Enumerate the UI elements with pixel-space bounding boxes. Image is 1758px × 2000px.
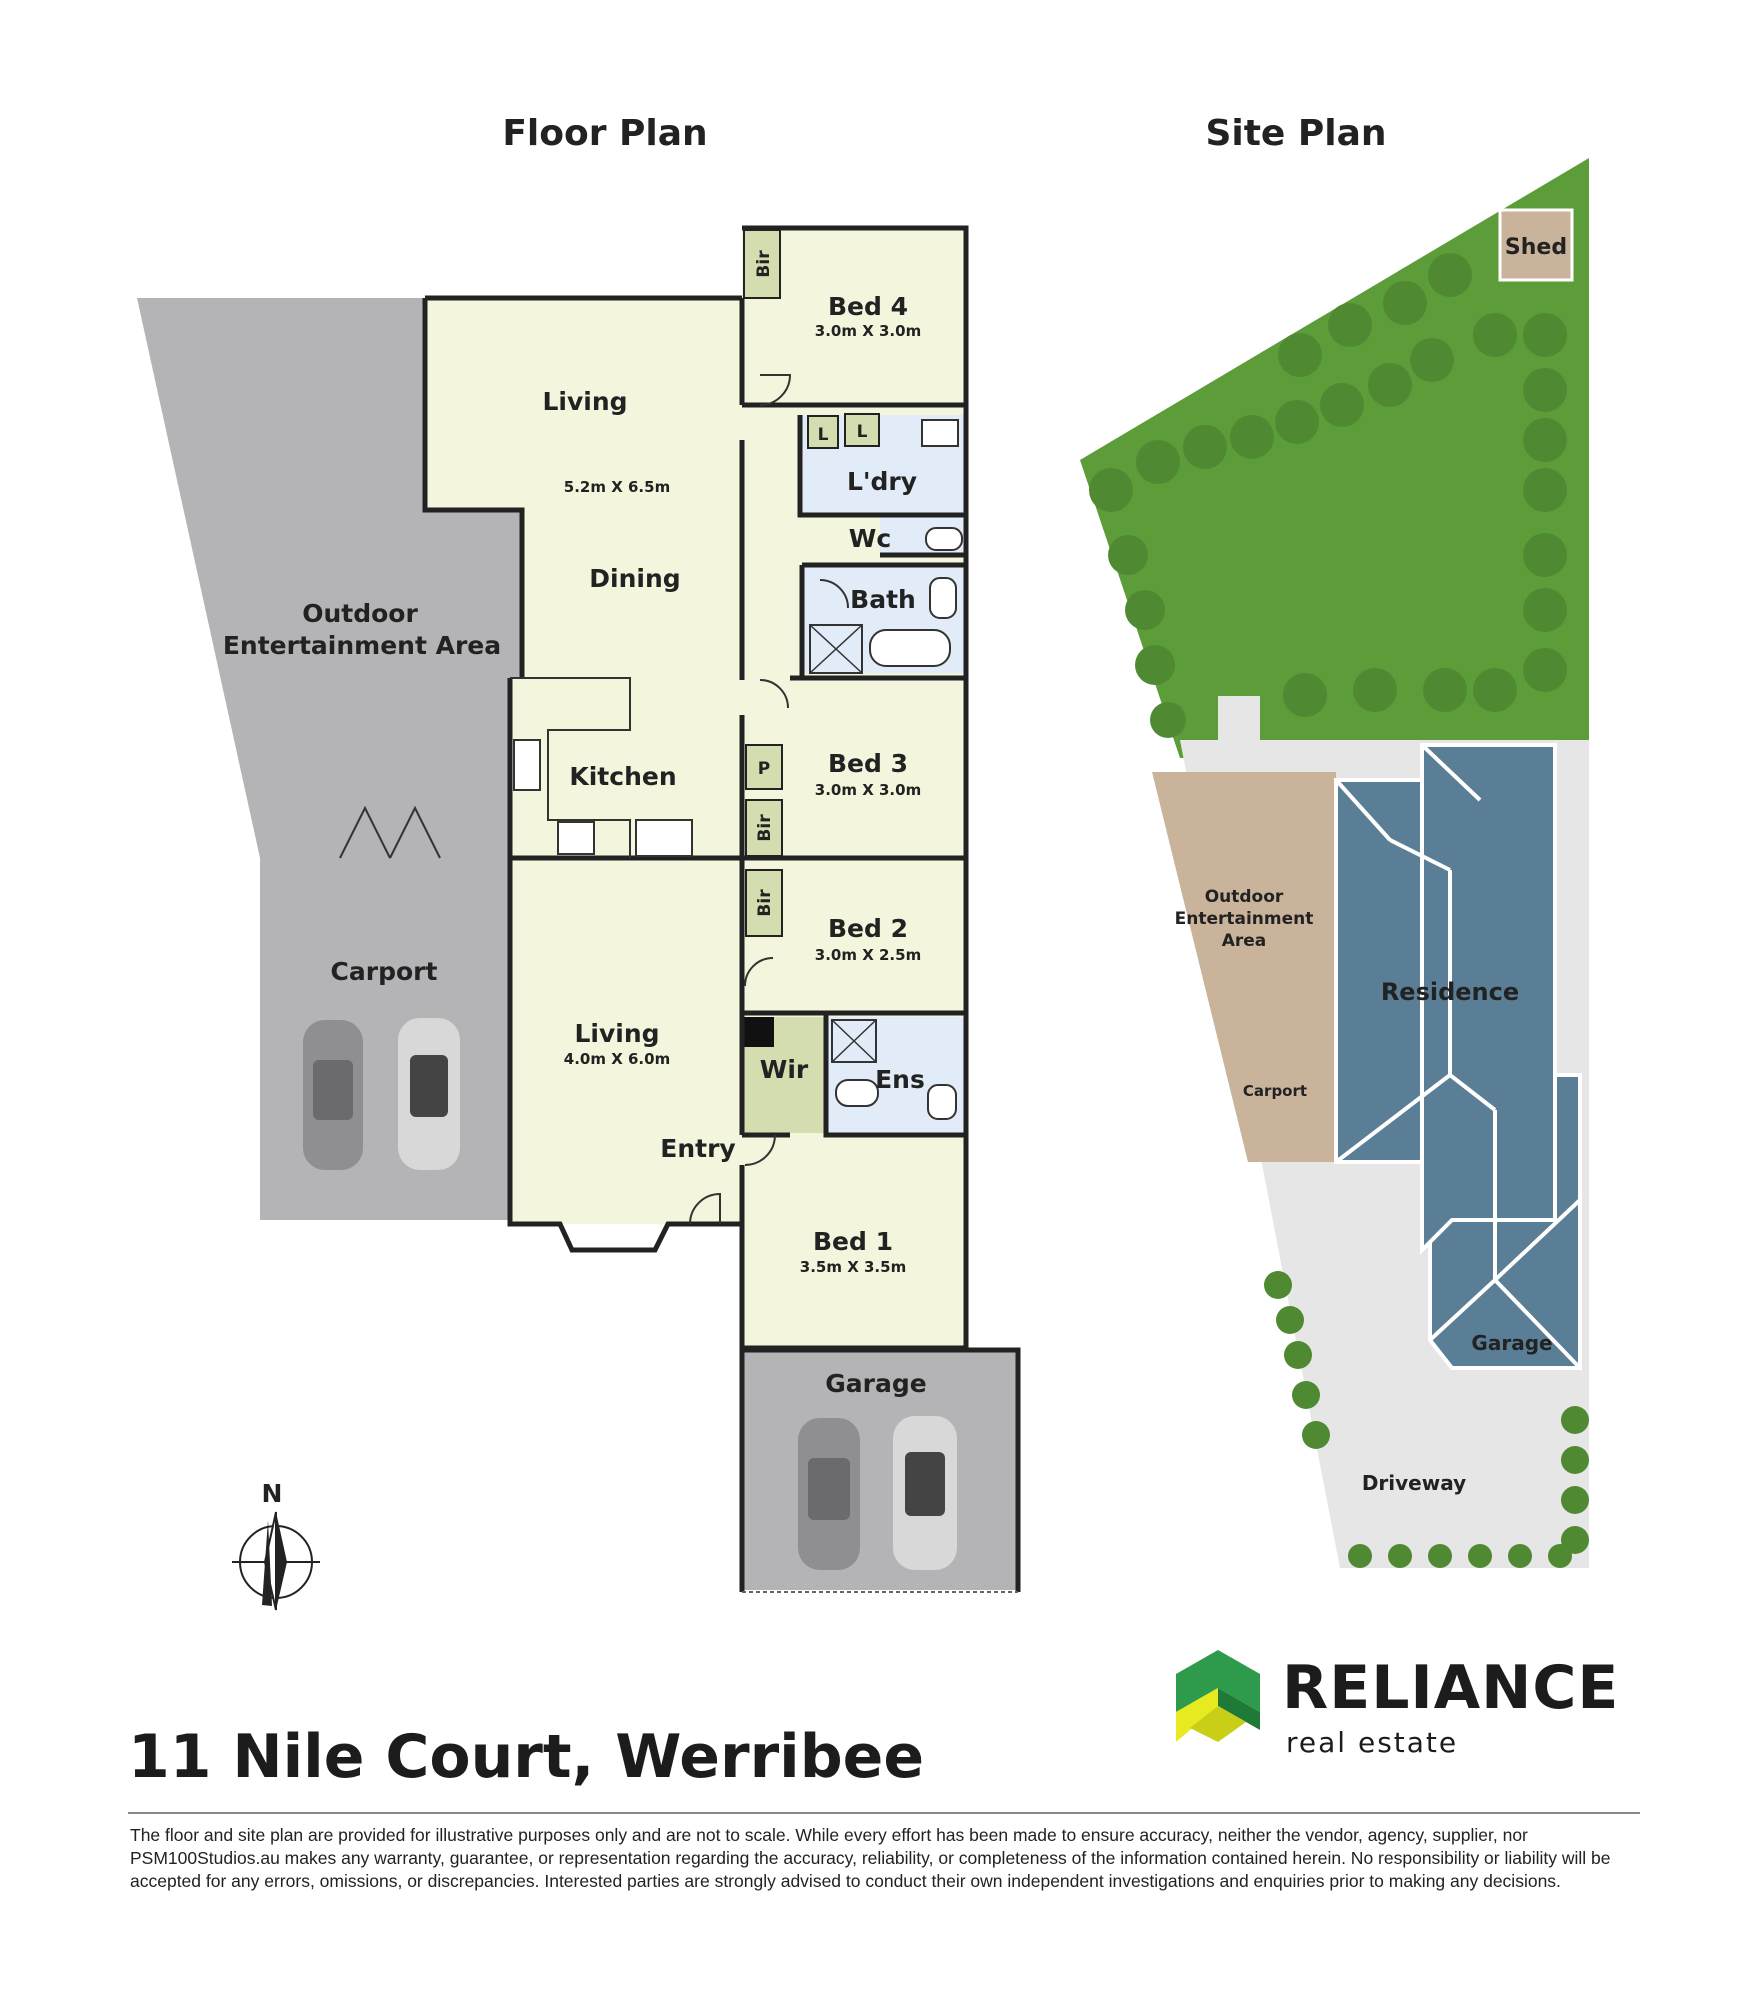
label-pantry: P xyxy=(758,759,770,779)
pantry-box xyxy=(745,744,783,790)
site-label-residence: Residence xyxy=(1381,978,1519,1006)
label-bir-bed3: Bir xyxy=(755,814,775,842)
site-label-garage: Garage xyxy=(1471,1331,1552,1355)
floor-plan-title: Floor Plan xyxy=(502,113,707,154)
residence-roof xyxy=(1334,743,1582,1370)
label-entry: Entry xyxy=(660,1134,735,1163)
l-box-2 xyxy=(844,413,880,447)
dim-bed4: 3.0m X 3.0m xyxy=(815,322,921,340)
dim-bed1: 3.5m X 3.5m xyxy=(800,1258,906,1276)
property-address: 11 Nile Court, Werribee xyxy=(128,1722,925,1792)
disclaimer-text: The floor and site plan are provided for… xyxy=(130,1825,1611,1891)
shed xyxy=(1498,208,1574,282)
label-garage: Garage xyxy=(825,1369,926,1398)
reliance-logo-icon xyxy=(1176,1650,1260,1742)
bir-bed4 xyxy=(743,229,781,299)
brand-name: RELIANCE xyxy=(1282,1653,1620,1723)
label-bed1: Bed 1 xyxy=(813,1227,893,1256)
brand-subtitle: real estate xyxy=(1286,1726,1459,1759)
label-bir-bed4: Bir xyxy=(754,250,774,278)
label-living-main: Living xyxy=(542,387,627,416)
site-label-outdoor-2: Entertainment xyxy=(1175,909,1314,929)
site-outdoor-area xyxy=(1152,772,1336,1162)
label-wc: Wc xyxy=(849,524,891,553)
label-living-2: Living xyxy=(574,1019,659,1048)
site-label-driveway: Driveway xyxy=(1362,1471,1466,1495)
site-label-shed: Shed xyxy=(1505,235,1567,260)
site-label-outdoor-1: Outdoor xyxy=(1205,887,1284,907)
dim-bed2: 3.0m X 2.5m xyxy=(815,946,921,964)
tree-icons xyxy=(1089,253,1589,1568)
label-wir: Wir xyxy=(760,1055,809,1084)
compass-north: N xyxy=(262,1479,283,1508)
label-l-2: L xyxy=(857,422,868,442)
label-bed3: Bed 3 xyxy=(828,749,908,778)
label-ens: Ens xyxy=(875,1065,925,1094)
floor-plan: Outdoor Entertainment Area Carport Livin… xyxy=(137,225,1021,1611)
site-label-outdoor-3: Area xyxy=(1222,931,1267,951)
label-kitchen: Kitchen xyxy=(569,762,676,791)
dim-living-2: 4.0m X 6.0m xyxy=(564,1050,670,1068)
label-ldry: L'dry xyxy=(847,467,917,496)
label-outdoor-2: Entertainment Area xyxy=(223,631,501,660)
carport-area xyxy=(260,858,510,1220)
paving-patch xyxy=(1218,696,1260,742)
l-box-1 xyxy=(807,415,839,449)
site-plan: Shed Outdoor Entertainment Area Residenc… xyxy=(1080,158,1589,1568)
label-bed2: Bed 2 xyxy=(828,914,908,943)
car-icon xyxy=(398,1018,460,1170)
label-dining: Dining xyxy=(589,564,680,593)
label-l-1: L xyxy=(818,425,829,445)
dim-living-main: 5.2m X 6.5m xyxy=(564,478,670,496)
car-icon xyxy=(893,1416,957,1570)
site-plan-title: Site Plan xyxy=(1205,113,1386,154)
lawn xyxy=(1080,158,1589,758)
divider xyxy=(128,1812,1640,1814)
label-bath: Bath xyxy=(850,585,916,614)
car-icon xyxy=(303,1020,363,1170)
site-label-carport: Carport xyxy=(1243,1082,1307,1100)
outdoor-area xyxy=(137,298,522,858)
car-icon xyxy=(798,1418,860,1570)
compass-icon xyxy=(232,1511,320,1611)
wir-corner xyxy=(744,1017,774,1047)
label-carport: Carport xyxy=(331,957,438,986)
label-outdoor-1: Outdoor xyxy=(302,599,418,628)
garage-area xyxy=(742,1350,1018,1590)
bir-bed2 xyxy=(745,869,783,937)
label-bir-bed2: Bir xyxy=(755,889,775,917)
label-bed4: Bed 4 xyxy=(828,292,908,321)
dim-bed3: 3.0m X 3.0m xyxy=(815,781,921,799)
